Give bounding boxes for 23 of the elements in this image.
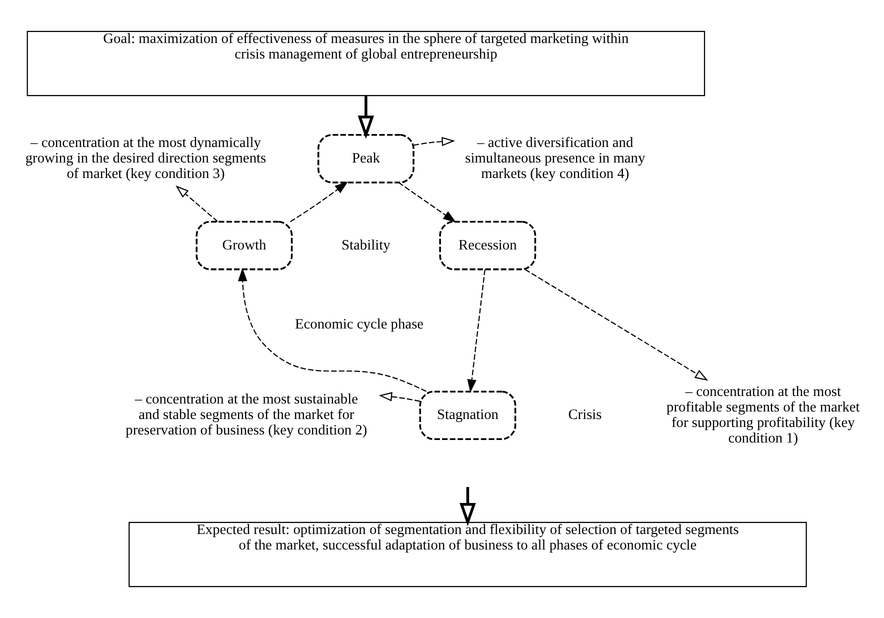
node-box: Expected result: optimization of segmentation and flexibility of selection of targeted segments of the market, successful adaptation of business to all phases of economic cycle bbox=[128, 522, 807, 588]
arrow bbox=[290, 181, 348, 222]
node-text: – concentration at the most dynamically growing in the desired direction segments of market (key condition 3) bbox=[25, 134, 266, 182]
arrow bbox=[378, 392, 420, 402]
label: Crisis bbox=[568, 407, 602, 424]
node-box: Recession bbox=[439, 220, 536, 270]
node-box: Stagnation bbox=[419, 390, 516, 440]
node-text: – concentration at the most sustainable and stable segments of the market for preservation of business (key condition 2) bbox=[126, 392, 368, 439]
arrow bbox=[467, 270, 486, 393]
node-text: – concentration at the most profitable segments of the market for supporting profitability (key condition 1) bbox=[666, 384, 860, 446]
node-box: Goal: maximization of effectiveness of measures in the sphere of targeted marketing within crisis management of global entrepreneurship bbox=[26, 30, 706, 96]
arrow bbox=[238, 268, 426, 392]
arrow bbox=[398, 182, 456, 223]
node-box: Peak bbox=[317, 134, 414, 184]
arrow bbox=[460, 487, 476, 526]
arrow bbox=[176, 185, 218, 222]
arrow bbox=[358, 96, 374, 139]
label: Stability bbox=[342, 237, 390, 254]
label: Economic cycle phase bbox=[295, 316, 424, 332]
arrow bbox=[524, 268, 708, 381]
arrow bbox=[414, 136, 456, 146]
node-box: Growth bbox=[196, 220, 293, 270]
node-text: – active diversification and simultaneous presence in many markets (key condition 4) bbox=[465, 134, 646, 182]
